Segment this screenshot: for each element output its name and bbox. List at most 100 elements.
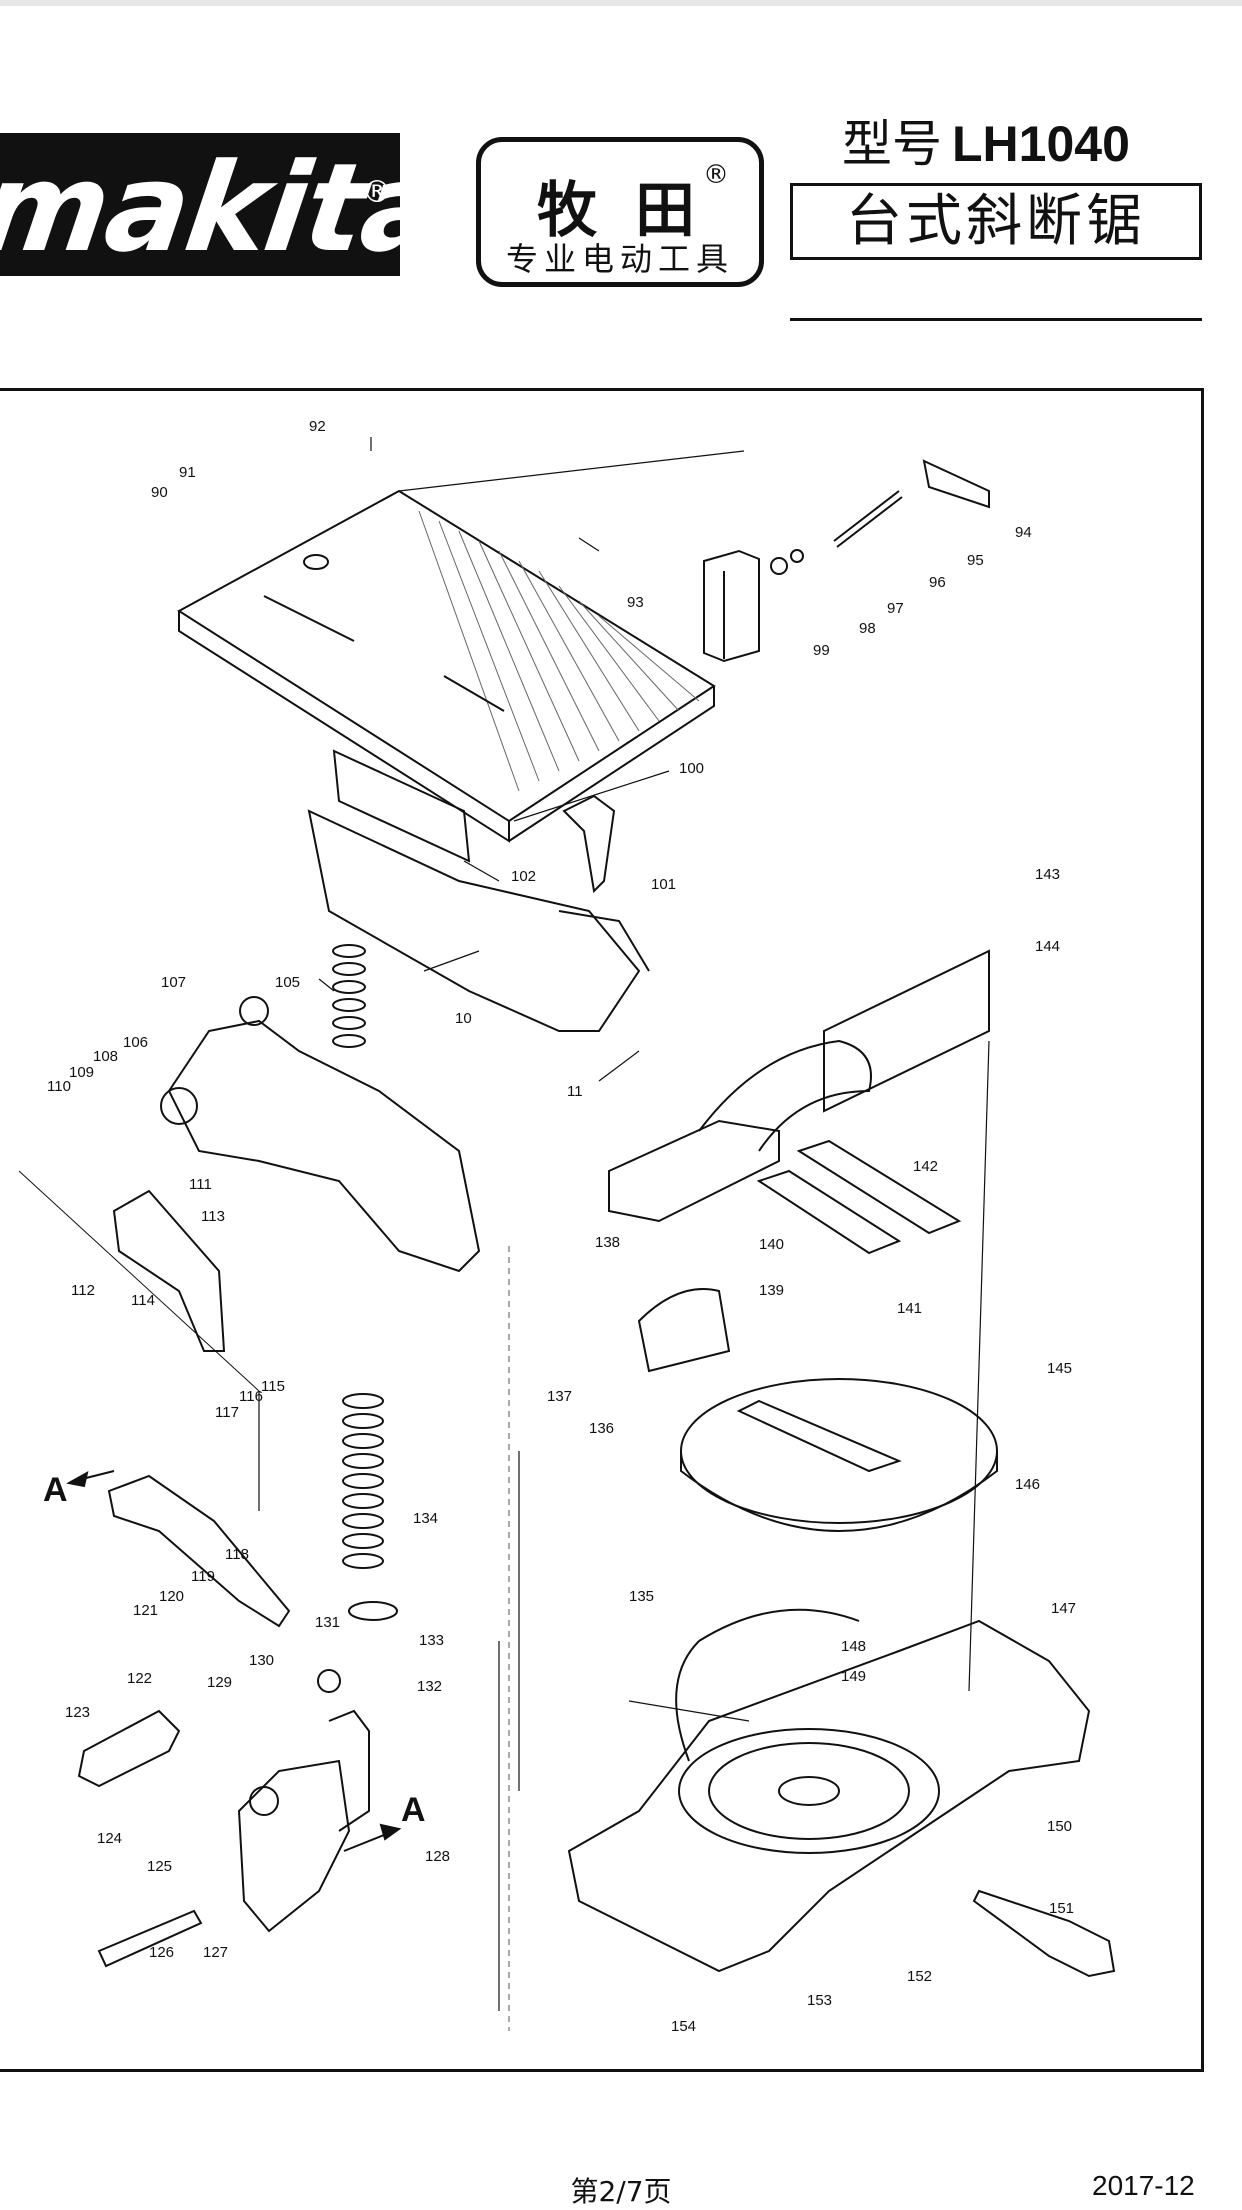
part-label: 106 — [123, 1034, 148, 1051]
header-divider — [790, 318, 1202, 321]
part-label: 138 — [595, 1234, 620, 1251]
part-label: 91 — [179, 464, 196, 481]
logo-registered-mark: ® — [362, 175, 392, 210]
part-label: 121 — [133, 1602, 158, 1619]
part-label: 133 — [419, 1632, 444, 1649]
part-label: 101 — [651, 876, 676, 893]
part-label: 110 — [47, 1078, 71, 1095]
part-label: 137 — [547, 1388, 572, 1405]
part-label: 119 — [191, 1568, 215, 1585]
part-label: 152 — [907, 1968, 932, 1985]
pin-126 — [97, 1909, 203, 1968]
part-label: 141 — [897, 1300, 922, 1317]
product-name: 台式斜断锯 — [790, 183, 1202, 260]
model-code: LH1040 — [952, 116, 1130, 172]
part-label: 105 — [275, 974, 300, 991]
part-label: 128 — [425, 1848, 450, 1865]
handle-94 — [922, 459, 990, 509]
part-label: 136 — [589, 1420, 614, 1437]
arrow-label-a: A — [43, 1471, 68, 1509]
part-label: 120 — [159, 1588, 184, 1605]
brand-registered-mark: ® — [703, 160, 729, 190]
part-label: 112 — [71, 1282, 95, 1299]
part-label: 143 — [1035, 866, 1060, 883]
part-label: 107 — [161, 974, 186, 991]
part-label: 11 — [567, 1083, 583, 1100]
diagram-drawing: 92 91 90 93 94 95 96 97 98 99 100 101 10… — [18, 418, 1116, 2035]
makita-logo: makita — [0, 133, 400, 276]
part-label: 124 — [97, 1830, 122, 1847]
part-label: 149 — [841, 1668, 866, 1685]
spring-134 — [342, 1393, 384, 1569]
part-label: 95 — [967, 552, 984, 569]
post-99 — [703, 549, 760, 663]
part-label: 100 — [679, 760, 704, 777]
arrow-label-a: A — [401, 1791, 426, 1829]
base-ring — [678, 1728, 940, 1854]
fence-base — [608, 1119, 780, 1223]
part-label: 145 — [1047, 1360, 1072, 1377]
part-label: 93 — [627, 594, 644, 611]
part-label: 96 — [929, 574, 946, 591]
part-label: 115 — [261, 1378, 285, 1395]
part-label: 139 — [759, 1282, 784, 1299]
part-label: 131 — [315, 1614, 340, 1631]
lever-118 — [107, 1474, 291, 1628]
part-label: 126 — [149, 1944, 174, 1961]
page-number: 第2/7页 — [570, 2175, 672, 2208]
part-label: 127 — [203, 1944, 228, 1961]
arm-10 — [307, 809, 641, 1032]
part-label: 10 — [455, 1010, 472, 1027]
part-label: 111 — [189, 1176, 212, 1193]
part-labels: 92 91 90 93 94 95 96 97 98 99 100 101 10… — [47, 418, 1076, 2035]
part-label: 114 — [131, 1292, 155, 1309]
part-label: 144 — [1035, 938, 1060, 955]
spring-105 — [332, 944, 366, 1048]
part-label: 151 — [1049, 1900, 1074, 1917]
part-label: 142 — [913, 1158, 938, 1175]
handle-151 — [972, 1889, 1116, 1978]
exploded-parts-diagram: 92 91 90 93 94 95 96 97 98 99 100 101 10… — [0, 388, 1204, 2072]
brand-name: 牧田 — [537, 176, 733, 246]
part-label: 116 — [239, 1388, 263, 1405]
bracket-101 — [562, 794, 616, 894]
part-label: 98 — [859, 620, 876, 637]
part-label: 135 — [629, 1588, 654, 1605]
part-label: 130 — [249, 1652, 274, 1669]
logo-text: makita — [0, 137, 400, 276]
part-label: 94 — [1015, 524, 1032, 541]
handle-122 — [77, 1709, 181, 1788]
part-label: 125 — [147, 1858, 172, 1875]
cord-135 — [675, 1608, 860, 1762]
base-147 — [567, 1619, 1091, 1973]
part-label: 92 — [309, 418, 326, 435]
model-label: 型号 — [842, 115, 942, 173]
part-label: 108 — [93, 1048, 118, 1065]
part-label: 140 — [759, 1236, 784, 1253]
plate-142 — [796, 1139, 962, 1235]
fence-102 — [332, 749, 471, 863]
part-label: 154 — [671, 2018, 696, 2035]
handle-114 — [112, 1189, 226, 1352]
part-label: 122 — [127, 1670, 152, 1687]
part-label: 99 — [813, 642, 830, 659]
hinge-127 — [237, 1759, 351, 1933]
part-label: 129 — [207, 1674, 232, 1691]
document-date: 2017-12 — [1092, 2170, 1195, 2201]
part-label: 118 — [225, 1546, 249, 1563]
part-label: 150 — [1047, 1818, 1072, 1835]
part-label: 148 — [841, 1638, 866, 1655]
part-label: 123 — [65, 1704, 90, 1721]
part-label: 90 — [151, 484, 168, 501]
brand-box: 牧田 ® 专业电动工具 — [476, 137, 764, 287]
part-label: 113 — [201, 1208, 225, 1225]
part-label: 134 — [413, 1510, 438, 1527]
part-label: 109 — [69, 1064, 94, 1081]
brand-subtitle: 专业电动工具 — [505, 240, 734, 278]
part-label: 97 — [887, 600, 904, 617]
part-label: 117 — [215, 1404, 239, 1421]
fence-144 — [823, 949, 990, 1113]
plate-141 — [756, 1169, 902, 1255]
part-label: 147 — [1051, 1600, 1076, 1617]
